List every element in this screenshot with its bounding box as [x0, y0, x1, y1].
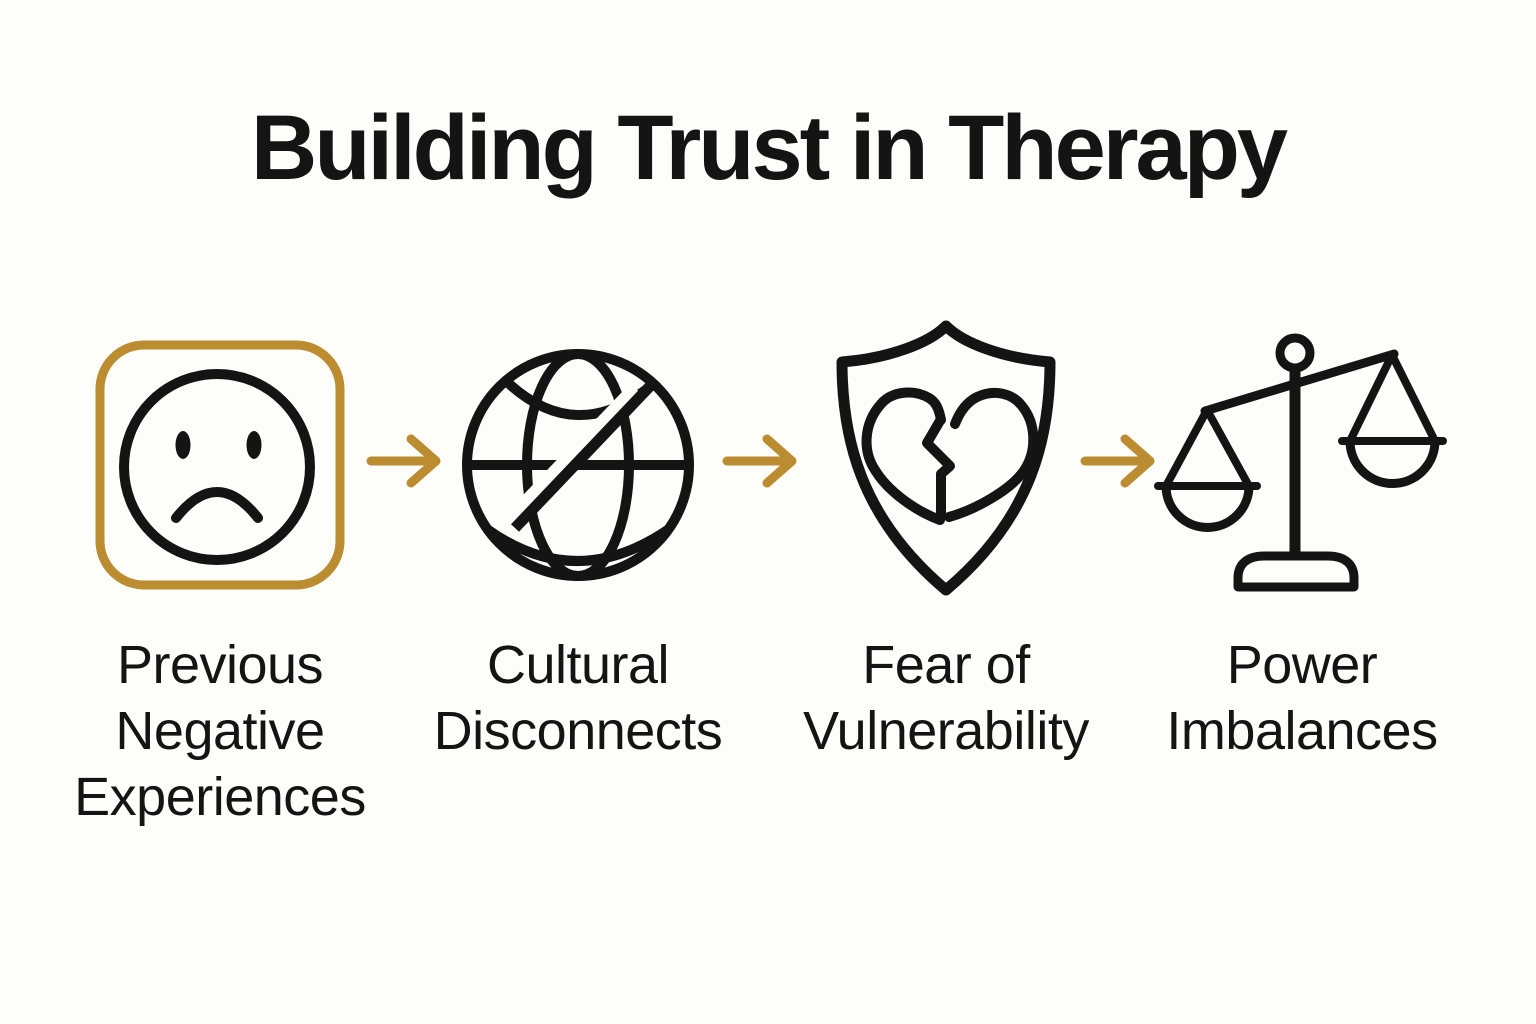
step-power-imbalances: Power Imbalances	[1112, 316, 1492, 836]
step-label: Cultural Disconnects	[433, 635, 723, 761]
step-fear-of-vulnerability: Fear of Vulnerability	[756, 316, 1136, 836]
balance-scale-icon	[1152, 328, 1452, 598]
arrow-right-icon	[722, 430, 800, 492]
step-label: Previous Negative Experiences	[74, 635, 366, 827]
page-title: Building Trust in Therapy	[250, 97, 1288, 199]
step-label: Power Imbalances	[1166, 635, 1438, 761]
shield-broken-heart-icon	[826, 316, 1066, 600]
arrow-right-icon	[366, 430, 444, 492]
step-cultural-disconnects: Cultural Disconnects	[388, 316, 768, 836]
step-previous-negative-experiences: Previous Negative Experiences	[30, 316, 410, 836]
sad-face-icon	[95, 340, 345, 590]
step-label: Fear of Vulnerability	[803, 635, 1089, 761]
arrow-right-icon	[1080, 430, 1158, 492]
globe-slash-icon	[458, 345, 698, 585]
